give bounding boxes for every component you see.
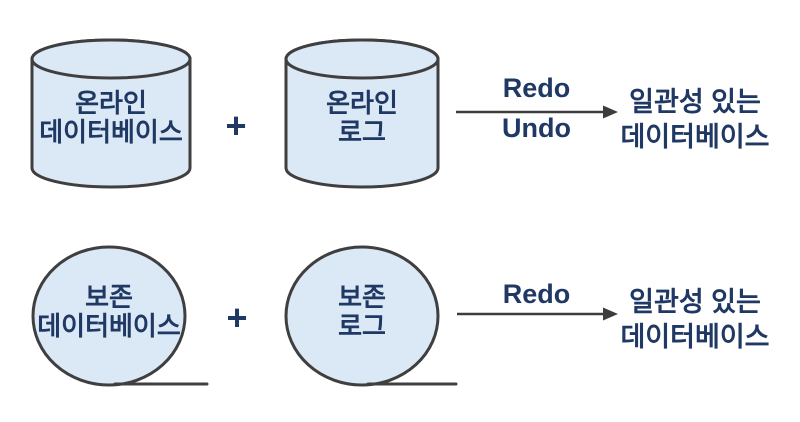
- archive-log-label-line1: 보존: [338, 282, 386, 312]
- consistent-database-label-row1: 일관성 있는 데이터베이스: [610, 85, 780, 155]
- consistent-database-label-row2: 일관성 있는 데이터베이스: [610, 285, 780, 355]
- plus-operator-row2: +: [226, 297, 248, 338]
- online-database-label: 온라인 데이터베이스: [32, 89, 190, 147]
- arrow-head: [603, 105, 618, 119]
- consistent-database-row2-line2: 데이터베이스: [620, 322, 770, 352]
- consistent-database-row1-line1: 일관성 있는: [629, 87, 761, 117]
- undo-label-row1: Undo: [502, 113, 571, 143]
- online-database-label-line1: 온라인: [75, 88, 147, 118]
- online-database-cylinder-icon: [30, 38, 192, 189]
- online-log-cylinder-icon: [284, 38, 440, 189]
- online-log-label-line2: 로그: [338, 117, 386, 147]
- cylinder-top-rim: [30, 38, 192, 80]
- archive-database-reel-icon: [31, 245, 209, 387]
- reel-circle: [31, 245, 187, 387]
- consistent-database-row2-line1: 일관성 있는: [629, 287, 761, 317]
- archive-database-label-line1: 보존: [85, 282, 133, 312]
- reel-circle: [284, 245, 440, 387]
- archive-log-label: 보존 로그: [286, 283, 438, 341]
- online-log-label-line1: 온라인: [326, 88, 398, 118]
- redo-label-row2: Redo: [502, 279, 571, 309]
- redo-undo-arrow: [456, 105, 618, 119]
- redo-arrow: [457, 307, 618, 321]
- arrow-head: [603, 307, 618, 321]
- consistent-database-row1-line2: 데이터베이스: [620, 122, 770, 152]
- archive-database-label: 보존 데이터베이스: [33, 283, 185, 341]
- archive-database-label-line2: 데이터베이스: [37, 311, 181, 341]
- redo-label-row1: Redo: [502, 73, 571, 103]
- archive-log-label-line2: 로그: [338, 311, 386, 341]
- plus-operator-row1: +: [225, 105, 247, 146]
- archive-log-reel-icon: [284, 245, 458, 387]
- cylinder-top-rim: [284, 38, 440, 80]
- online-database-label-line2: 데이터베이스: [39, 117, 183, 147]
- online-log-label: 온라인 로그: [286, 89, 438, 147]
